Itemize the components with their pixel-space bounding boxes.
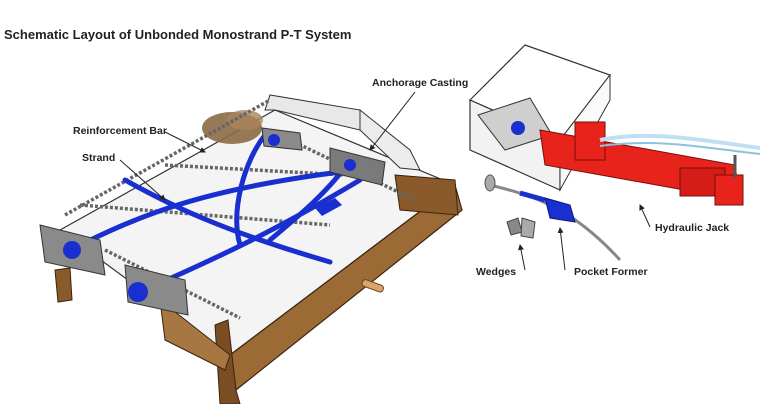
leader-lines — [119, 91, 651, 271]
hydraulic-jack — [539, 121, 761, 206]
label-anchorage-casting: Anchorage Casting — [372, 77, 469, 89]
label-strand: Strand — [82, 152, 116, 164]
label-pocket-former: Pocket Former — [574, 266, 648, 278]
label-reinforcement-bar: Reinforcement Bar — [73, 125, 167, 137]
label-hydraulic-jack: Hydraulic Jack — [655, 222, 730, 234]
diagram-title: Schematic Layout of Unbonded Monostrand … — [4, 27, 352, 42]
soil-patch — [202, 110, 263, 144]
label-wedges: Wedges — [476, 266, 517, 278]
wedges-and-pocket-former — [484, 174, 622, 262]
anchorage-castings — [39, 127, 386, 316]
